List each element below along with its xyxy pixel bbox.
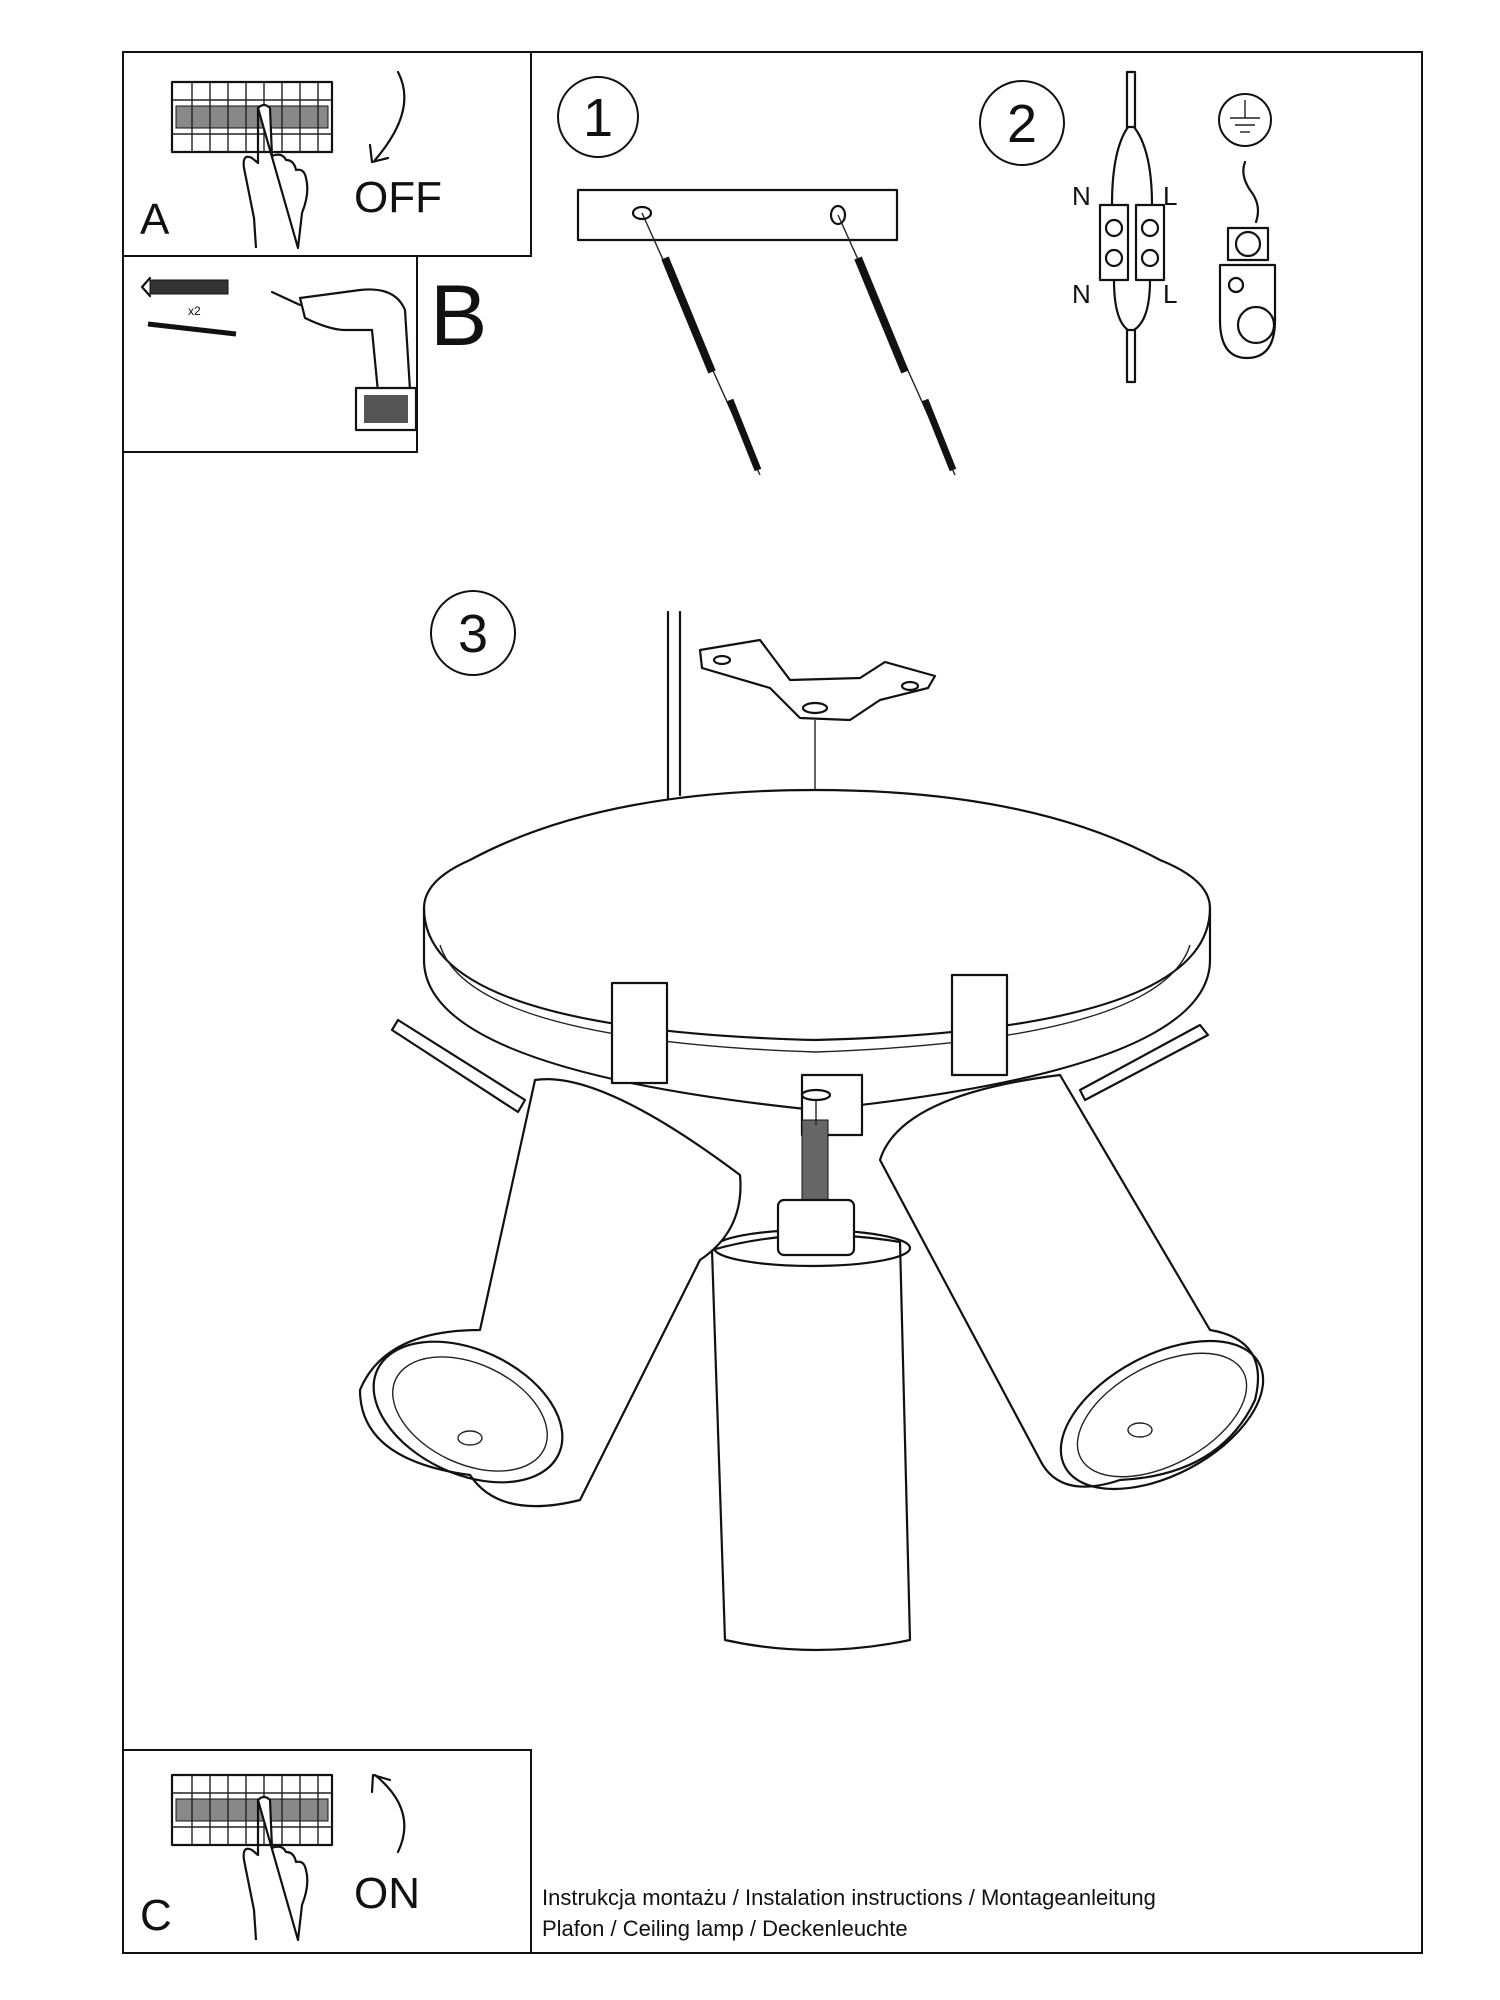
canopy [422, 788, 1212, 1112]
screw-icon [147, 321, 237, 337]
screw-and-plug-right [837, 214, 957, 476]
neutral-bottom-label: N [1072, 279, 1091, 309]
left-spotlight [358, 1078, 742, 1508]
footer-product-type: Plafon / Ceiling lamp / Deckenleuchte [542, 1916, 908, 1941]
center-spotlight [710, 1073, 912, 1652]
wall-plug-icon [140, 276, 229, 298]
panel-a-power-off: A OFF [122, 51, 532, 257]
ground-symbol-icon [1218, 93, 1272, 147]
live-bottom-label: L [1163, 279, 1177, 309]
on-label: ON [354, 1869, 420, 1918]
live-top-label: L [1163, 181, 1177, 211]
sheet-border [122, 51, 1423, 1954]
quantity-label: x2 [188, 304, 201, 318]
step-3-number: 3 [458, 604, 488, 664]
right-stem [950, 973, 1009, 1077]
right-adjust-knob [1078, 1023, 1210, 1102]
footer-instructions-title: Instrukcja montażu / Instalation instruc… [542, 1885, 1156, 1910]
left-adjust-knob [390, 1018, 527, 1114]
left-stem [610, 981, 669, 1085]
ground-terminal [1218, 226, 1277, 360]
step-2-number: 2 [1007, 94, 1037, 154]
power-cable [666, 610, 682, 802]
panel-c-letter: C [140, 1891, 172, 1940]
step-1-mounting: 1 [557, 76, 957, 476]
step-2-wiring: 2 N L N L [979, 70, 1277, 384]
terminal-block [1098, 70, 1166, 384]
breaker-panel-icon [170, 80, 334, 154]
breaker-panel-icon [170, 1773, 334, 1847]
neutral-top-label: N [1072, 181, 1091, 211]
off-label: OFF [354, 173, 442, 222]
arrow-up-icon [370, 1773, 406, 1854]
drill-icon [270, 288, 418, 432]
mounting-bracket [698, 638, 937, 790]
right-spotlight [878, 1073, 1265, 1491]
mounting-plate [576, 188, 899, 242]
arrow-down-icon [368, 70, 406, 164]
screw-and-plug-left [641, 212, 762, 476]
panel-a-letter: A [140, 195, 170, 244]
step-1-number: 1 [583, 88, 613, 148]
step-3-lamp-assembly: 3 [358, 590, 1265, 1652]
panel-b-letter: B [430, 268, 487, 364]
panel-b-tools: x2 B [122, 255, 487, 453]
ground-wire [1242, 160, 1260, 224]
panel-c-power-on: C ON [122, 1749, 532, 1954]
